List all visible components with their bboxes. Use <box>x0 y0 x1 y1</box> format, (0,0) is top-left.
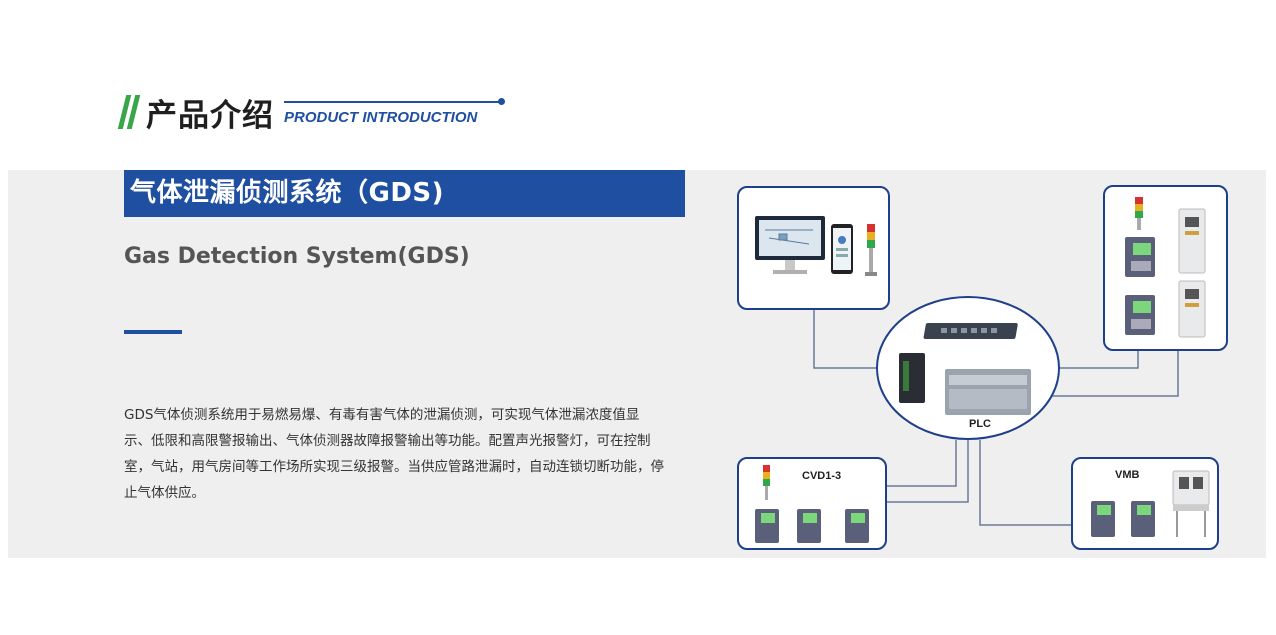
cvd-detectors-icon <box>755 465 869 543</box>
monitoring-box <box>737 186 890 310</box>
cvd-label: CVD1-3 <box>802 470 842 482</box>
vmb-label: VMB <box>1115 469 1140 481</box>
plc-hub <box>876 296 1060 440</box>
section-title-cn: 产品介绍 <box>146 97 274 134</box>
accent-line <box>124 330 182 334</box>
gas-cabinet-box <box>1103 185 1228 351</box>
section-title-en-wrap: PRODUCT INTRODUCTION <box>284 97 505 126</box>
section-title-en: PRODUCT INTRODUCTION <box>284 108 478 126</box>
product-title: 气体泄漏侦测系统（GDS) <box>124 170 685 217</box>
header-underline <box>284 100 502 103</box>
product-description: GDS气体侦测系统用于易燃易爆、有毒有害气体的泄漏侦测，可实现气体泄漏浓度值显示… <box>124 407 664 501</box>
section-header: 产品介绍 PRODUCT INTRODUCTION <box>117 92 505 134</box>
monitoring-devices-icon <box>755 216 877 276</box>
header-line-dot <box>498 97 505 105</box>
cvd-box <box>737 457 887 550</box>
vmb-devices-icon <box>1091 470 1210 537</box>
product-subtitle: Gas Detection System(GDS) <box>124 244 470 269</box>
gas-cabinet-icon <box>1125 197 1206 338</box>
vmb-box <box>1071 457 1219 550</box>
plc-label: PLC <box>969 418 991 430</box>
